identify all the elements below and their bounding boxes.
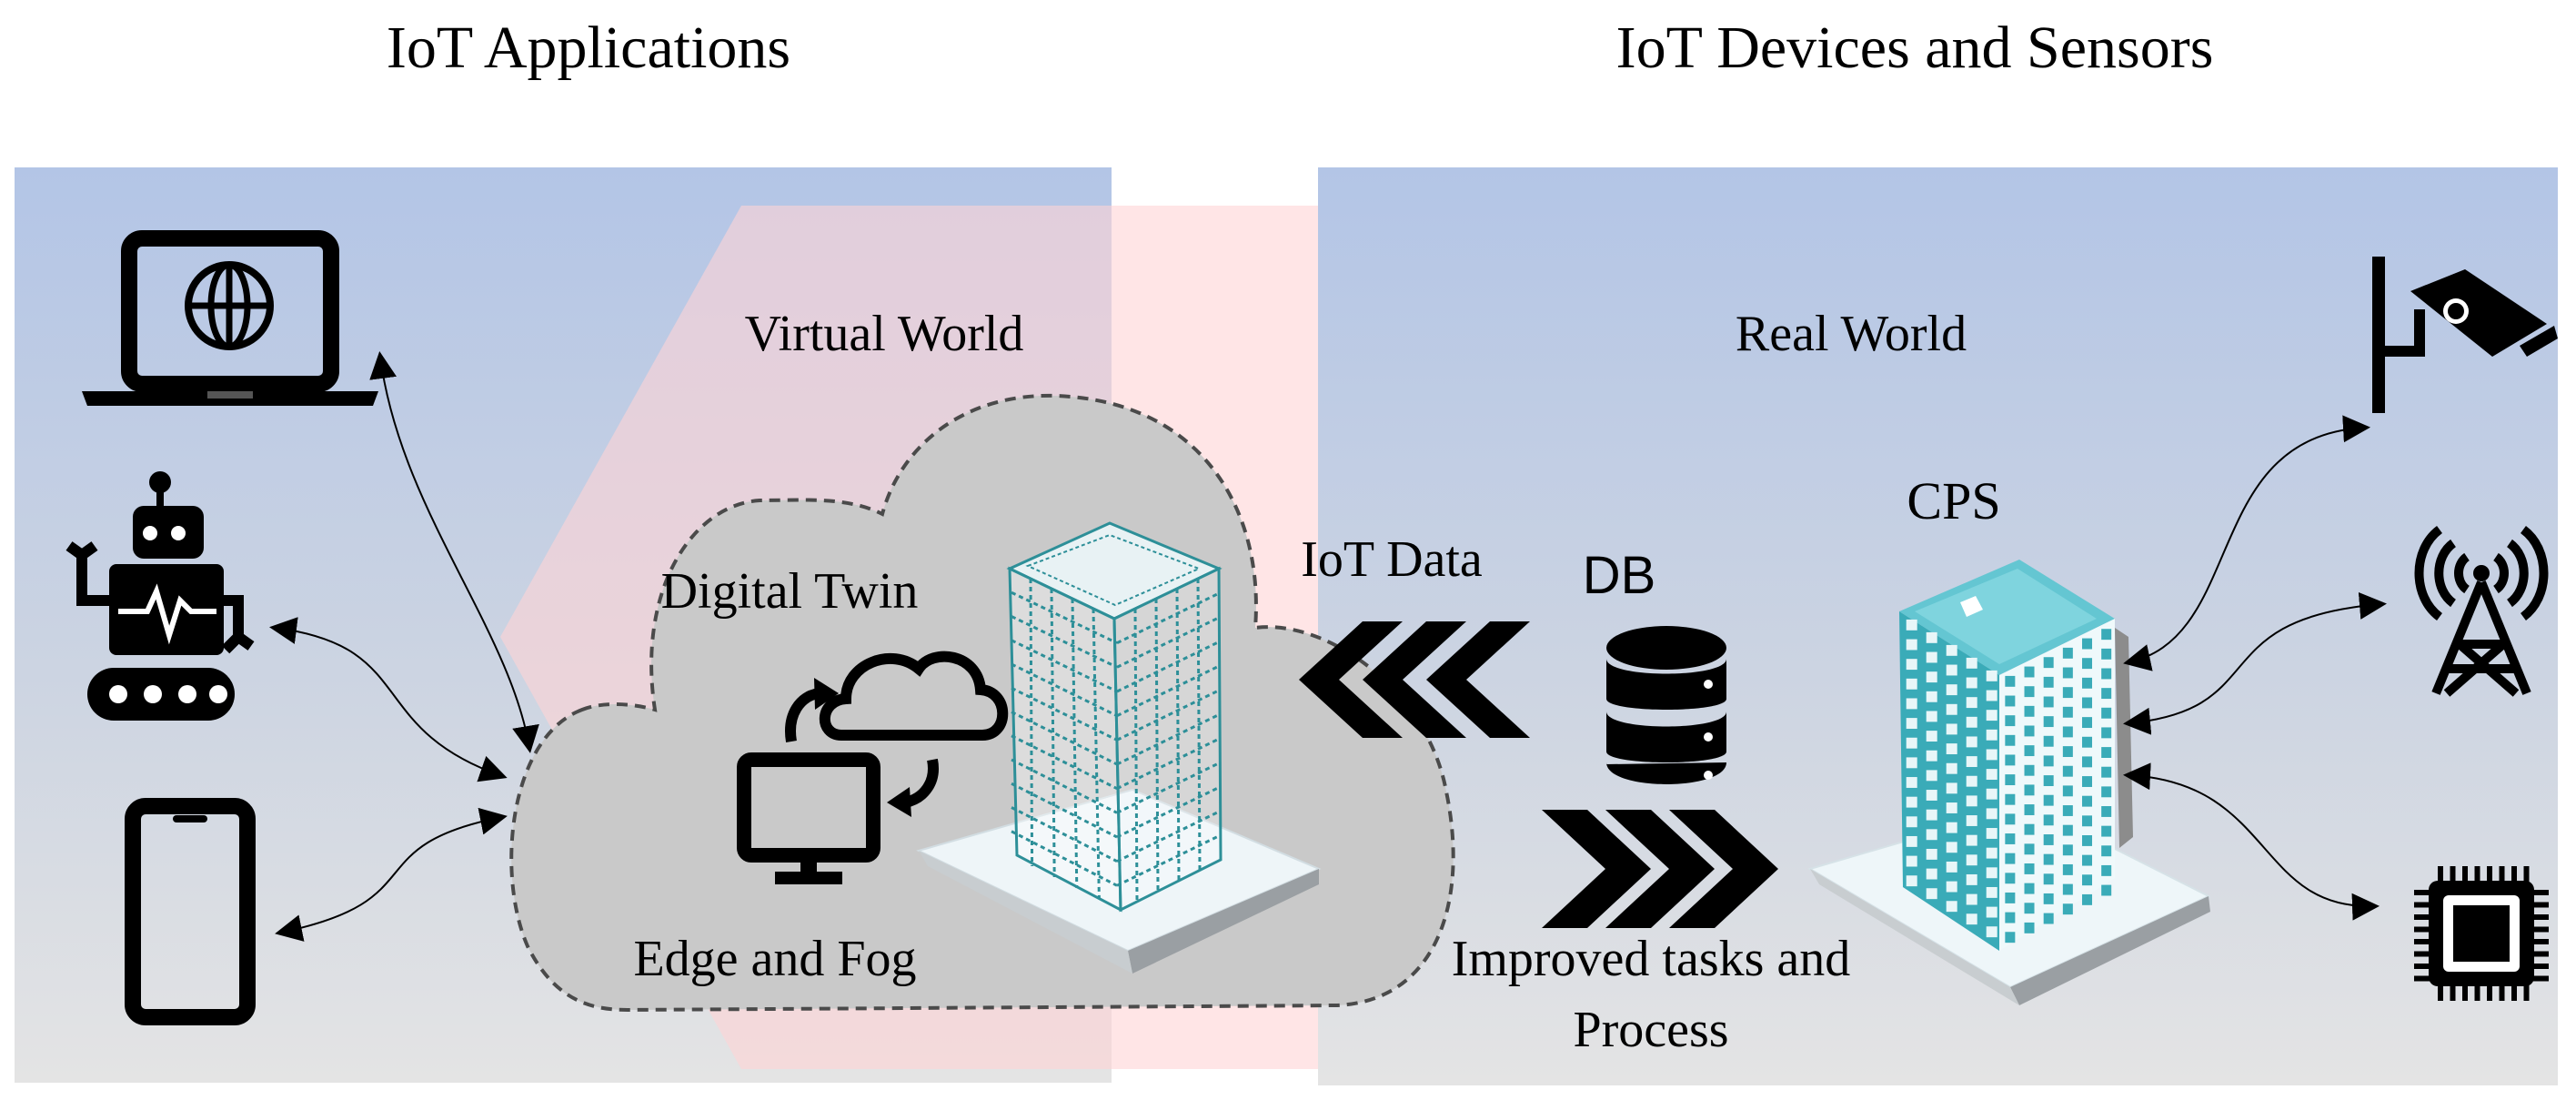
laptop-to-cloud-arrow: [369, 351, 539, 753]
microchip-icon: [2414, 866, 2549, 1001]
laptop-globe-icon: [82, 230, 378, 406]
chip-to-cps-arrow: [2123, 762, 2380, 921]
label-improved-tasks-line1: Improved tasks and: [1452, 931, 1851, 987]
label-real-world: Real World: [1736, 306, 1967, 362]
wireframe-building-icon: [916, 521, 1322, 974]
heading-iot-applications: IoT Applications: [387, 15, 790, 81]
robot-icon: [65, 471, 255, 721]
cloud-sync-monitor-icon: [737, 651, 1009, 884]
antenna-tower-icon: [2414, 525, 2549, 697]
phone-to-cloud-arrow: [275, 807, 508, 942]
database-icon: [1606, 626, 1726, 784]
label-iot-data: IoT Data: [1301, 531, 1483, 588]
app-connector-arrows: [269, 351, 539, 942]
label-virtual-world: Virtual World: [745, 306, 1024, 362]
sensor-connector-arrows: [2123, 415, 2387, 921]
heading-iot-devices-sensors: IoT Devices and Sensors: [1616, 15, 2214, 81]
iot-data-chevrons: [1299, 621, 1530, 738]
robot-to-cloud-arrow: [269, 617, 508, 782]
smartphone-icon: [125, 798, 256, 1025]
label-improved-tasks-line2: Process: [1573, 1002, 1728, 1058]
label-edge-and-fog: Edge and Fog: [633, 931, 916, 987]
improved-tasks-chevrons: [1542, 810, 1778, 928]
cctv-camera-icon: [2372, 257, 2558, 413]
label-cps: CPS: [1907, 471, 2000, 530]
antenna-to-cps-arrow: [2123, 591, 2387, 735]
building-icon: [1807, 560, 2211, 1005]
label-db: DB: [1583, 546, 1656, 605]
label-digital-twin: Digital Twin: [661, 563, 919, 620]
